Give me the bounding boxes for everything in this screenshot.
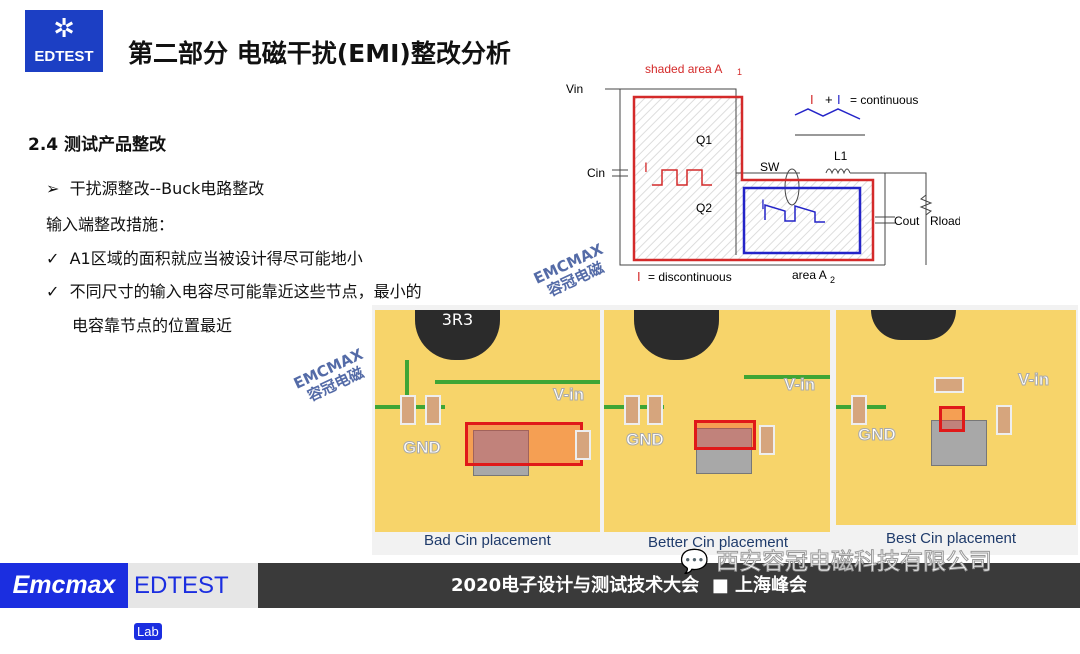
check-item-text: 不同尺寸的输入电容尽可能靠近这些节点，最小的 [69, 282, 422, 301]
vin-label: V-in [552, 385, 585, 405]
pcb-panel-better: GND V-in [604, 310, 830, 532]
label-i2: I [761, 196, 765, 212]
label-rload: Rload [930, 214, 960, 228]
inductor: 3R3 [415, 310, 500, 360]
check-item-continued: 电容靠节点的位置最近 [72, 316, 233, 335]
wechat-icon: 💬 [680, 549, 710, 576]
check-item: ✓ 不同尺寸的输入电容尽可能靠近这些节点，最小的 [46, 278, 422, 302]
subscript: 2 [830, 275, 835, 285]
caption-best: Best Cin placement [886, 530, 1017, 547]
edtest-logo: ✲ EDTEST [25, 10, 103, 72]
caption-better: Better Cin placement [648, 534, 789, 551]
label-q2: Q2 [696, 201, 712, 215]
pcb-panel-best: GND V-in [836, 310, 1076, 525]
page-title: 第二部分 电磁干扰(EMI)整改分析 [128, 39, 511, 68]
label-i1-disc: I [637, 269, 641, 284]
vin-label: V-in [783, 375, 816, 395]
label-area-a2: area A [792, 268, 827, 282]
edtest-lab-logo: EDTEST Lab [128, 563, 258, 641]
sub-bullet-text: 干扰源整改--Buck电路整改 [69, 179, 265, 198]
check-icon: ✓ [46, 282, 60, 301]
conference-name: 2020电子设计与测试技术大会 [451, 575, 700, 596]
label-q1: Q1 [696, 133, 712, 147]
subscript: 1 [737, 67, 742, 77]
label-shaded-area: shaded area A [645, 62, 722, 76]
conference-city: ■ 上海峰会 [711, 575, 807, 596]
gnd-label: GND [626, 430, 665, 450]
hot-loop-highlight [694, 420, 756, 450]
vin-label: V-in [1017, 370, 1050, 390]
label-i2-sum: I [837, 92, 841, 107]
pcb-panel-bad: 3R3 GND V-in [375, 310, 600, 532]
company-watermark: 💬 西安容冠电磁科技有限公司 [680, 542, 993, 576]
gnd-label: GND [858, 425, 897, 445]
check-item-text: A1区域的面积就应当被设计得尽可能地小 [69, 249, 363, 268]
emcmax-logo: Emcmax [0, 563, 128, 608]
label-continuous: = continuous [850, 93, 918, 107]
gnd-label: GND [403, 438, 442, 458]
company-name: 西安容冠电磁科技有限公司 [715, 549, 992, 576]
logo-mark-icon: ✲ [53, 14, 75, 44]
label-cout: Cout [894, 214, 920, 228]
check-item: ✓ A1区域的面积就应当被设计得尽可能地小 [46, 245, 363, 269]
plus-sign: + [825, 92, 833, 107]
arrow-bullet-icon: ➢ [46, 179, 60, 198]
sub-bullet: ➢ 干扰源整改--Buck电路整改 [46, 175, 264, 199]
label-i1: I [644, 159, 648, 175]
label-vin: Vin [566, 82, 583, 96]
caption-bad: Bad Cin placement [424, 532, 551, 549]
intro-text: 输入端整改措施： [46, 215, 175, 234]
label-cin: Cin [587, 166, 605, 180]
label-i1-sum: I [810, 92, 814, 107]
label-l1: L1 [834, 149, 848, 163]
logo-text: EDTEST [34, 48, 94, 65]
hot-loop-highlight [465, 422, 583, 466]
area-a1 [634, 97, 873, 260]
check-icon: ✓ [46, 249, 60, 268]
edtest-text: EDTEST [134, 572, 229, 599]
conference-title: 2020电子设计与测试技术大会 ■ 上海峰会 [258, 563, 1080, 608]
inductor-label: 3R3 [441, 310, 474, 329]
lab-badge: Lab [134, 623, 162, 641]
label-sw: SW [760, 160, 780, 174]
buck-schematic: shaded area A 1 Vin Cin Q1 Q2 SW L1 Cout… [566, 62, 960, 285]
hot-loop-highlight [939, 406, 965, 432]
section-heading: 2.4 测试产品整改 [28, 135, 167, 155]
label-discontinuous: = discontinuous [648, 270, 732, 284]
